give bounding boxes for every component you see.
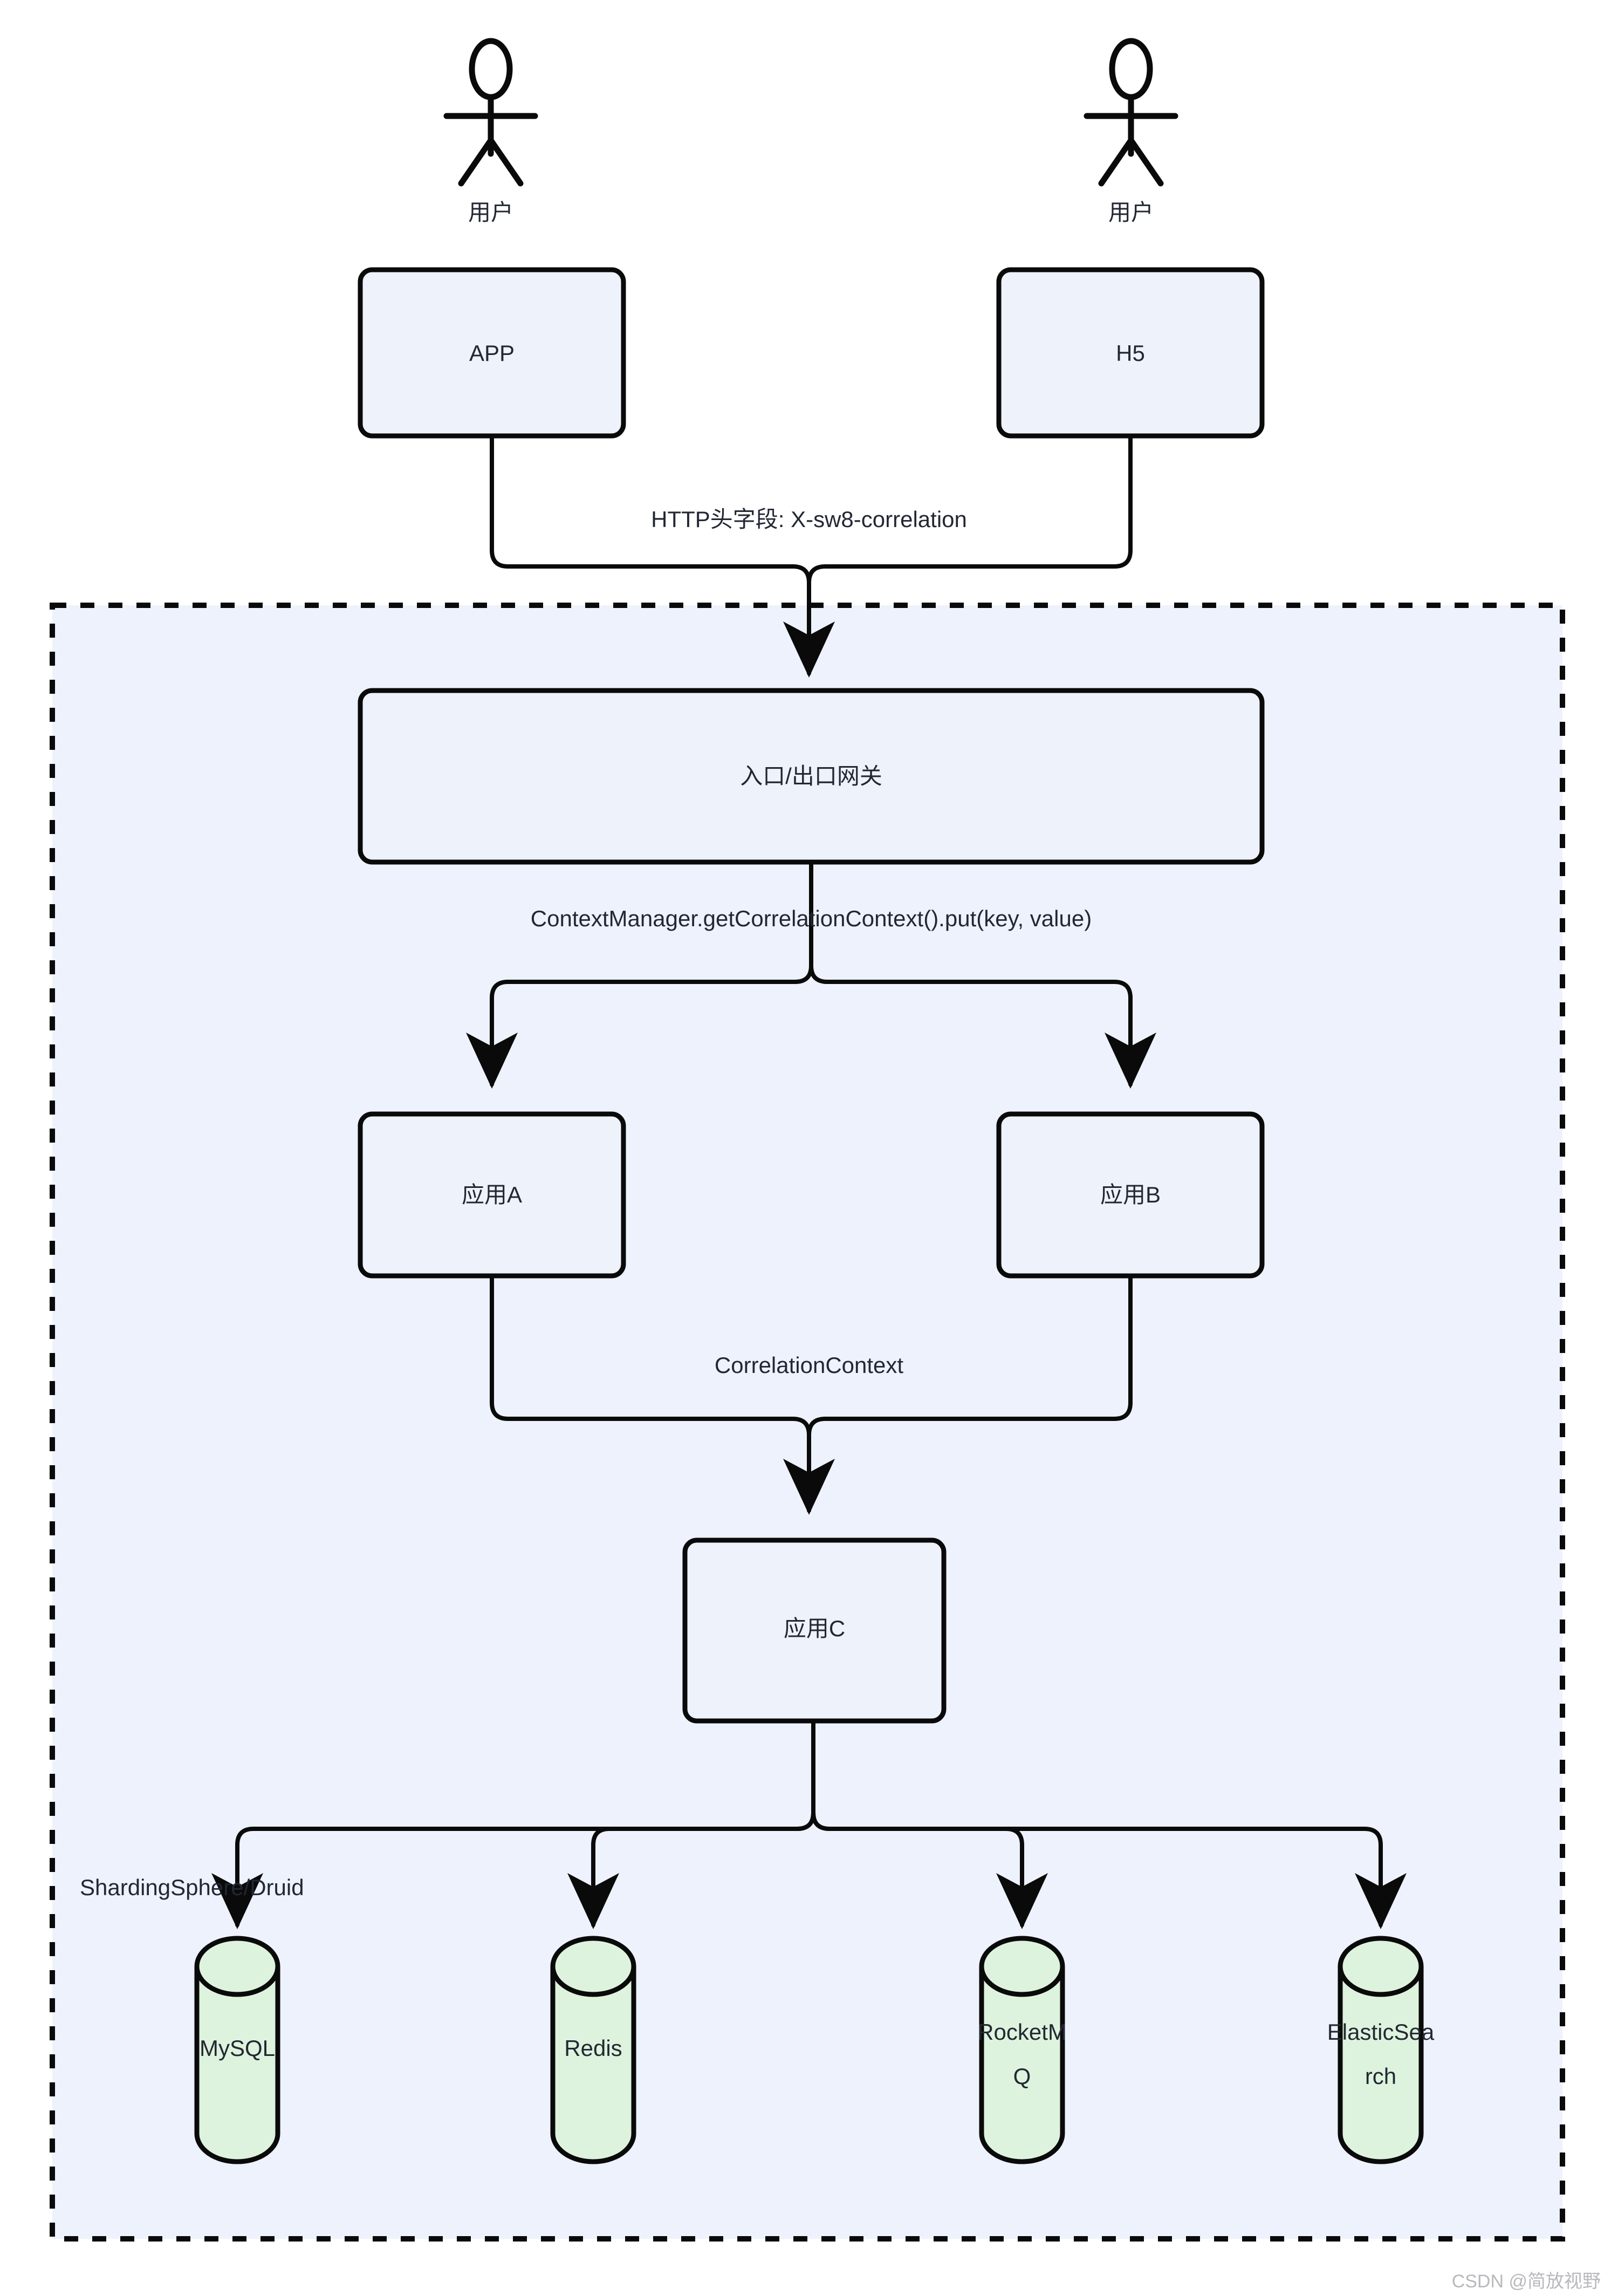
- app-box-label: APP: [469, 340, 515, 366]
- app-a-box-label: 应用A: [462, 1182, 522, 1207]
- actor-user-right: 用户: [1084, 38, 1178, 225]
- node-redis[interactable]: Redis: [550, 1936, 636, 2164]
- mysql-label: MySQL: [200, 2035, 275, 2061]
- edge-appc-to-elasticsearch-line: [811, 1719, 1407, 1929]
- edge-appb-to-appc-line: [807, 1274, 1133, 1470]
- user-stick-figure-icon: [469, 38, 513, 100]
- rocketmq-cylinder-body: [979, 1936, 1065, 2164]
- edge-appc-to-datastores: ShardingSphere/Druid: [80, 1719, 1407, 1929]
- h5-box-label: H5: [1116, 340, 1145, 366]
- elasticsearch-label-line-1: ElasticSea: [1327, 2019, 1435, 2045]
- edge-label-correlationcontext: CorrelationContext: [715, 1352, 904, 1378]
- node-gateway[interactable]: 入口/出口网关: [358, 688, 1265, 865]
- user-stick-figure-icon: [1109, 38, 1153, 100]
- node-app[interactable]: APP: [358, 267, 626, 439]
- node-app-b[interactable]: 应用B: [996, 1111, 1265, 1279]
- elasticsearch-cylinder-body: [1338, 1936, 1424, 2164]
- rocketmq-label-line-1: RocketM: [977, 2019, 1067, 2045]
- edge-label-http-header: HTTP头字段: X-sw8-correlation: [651, 507, 967, 532]
- node-elasticsearch[interactable]: ElasticSea rch: [1327, 1936, 1435, 2164]
- node-mysql[interactable]: MySQL: [194, 1936, 280, 2164]
- redis-label: Redis: [564, 2035, 622, 2061]
- node-rocketmq[interactable]: RocketM Q: [977, 1936, 1067, 2164]
- edge-label-shardingsphere-druid: ShardingSphere/Druid: [80, 1875, 304, 1900]
- elasticsearch-cylinder-top-ellipse: [1338, 1966, 1424, 1997]
- mysql-cylinder-top-ellipse: [194, 1966, 280, 1997]
- gateway-box-label: 入口/出口网关: [740, 763, 882, 789]
- redis-cylinder-body: [550, 1936, 636, 2164]
- actor-user-left: 用户: [443, 38, 538, 225]
- watermark-label: CSDN @简放视野: [1452, 2271, 1601, 2292]
- trace-boundary-container: [50, 603, 1565, 2242]
- actor-label-left: 用户: [468, 200, 513, 225]
- rocketmq-cylinder-top-ellipse: [979, 1966, 1065, 1997]
- elasticsearch-label-line-2: rch: [1365, 2063, 1396, 2089]
- edge-clients-to-gateway: HTTP头字段: X-sw8-correlation: [490, 434, 1133, 678]
- edge-label-contextmanager: ContextManager.getCorrelationContext().p…: [531, 906, 1092, 931]
- app-c-box-label: 应用C: [784, 1616, 845, 1641]
- redis-cylinder-top-ellipse: [550, 1966, 636, 1997]
- edge-h5-to-gateway-line: [807, 434, 1133, 628]
- actor-label-right: 用户: [1108, 200, 1154, 225]
- node-h5[interactable]: H5: [996, 267, 1265, 439]
- rocketmq-label-line-2: Q: [1013, 2063, 1031, 2089]
- edge-apps-to-appc: CorrelationContext: [490, 1274, 1133, 1515]
- edge-gateway-to-appb-line: [809, 860, 1156, 1089]
- node-app-a[interactable]: 应用A: [358, 1111, 626, 1279]
- mysql-cylinder-body: [194, 1936, 280, 2164]
- edge-gateway-to-apps: ContextManager.getCorrelationContext().p…: [466, 860, 1156, 1089]
- node-app-c[interactable]: 应用C: [682, 1538, 947, 1724]
- app-b-box-label: 应用B: [1100, 1182, 1161, 1207]
